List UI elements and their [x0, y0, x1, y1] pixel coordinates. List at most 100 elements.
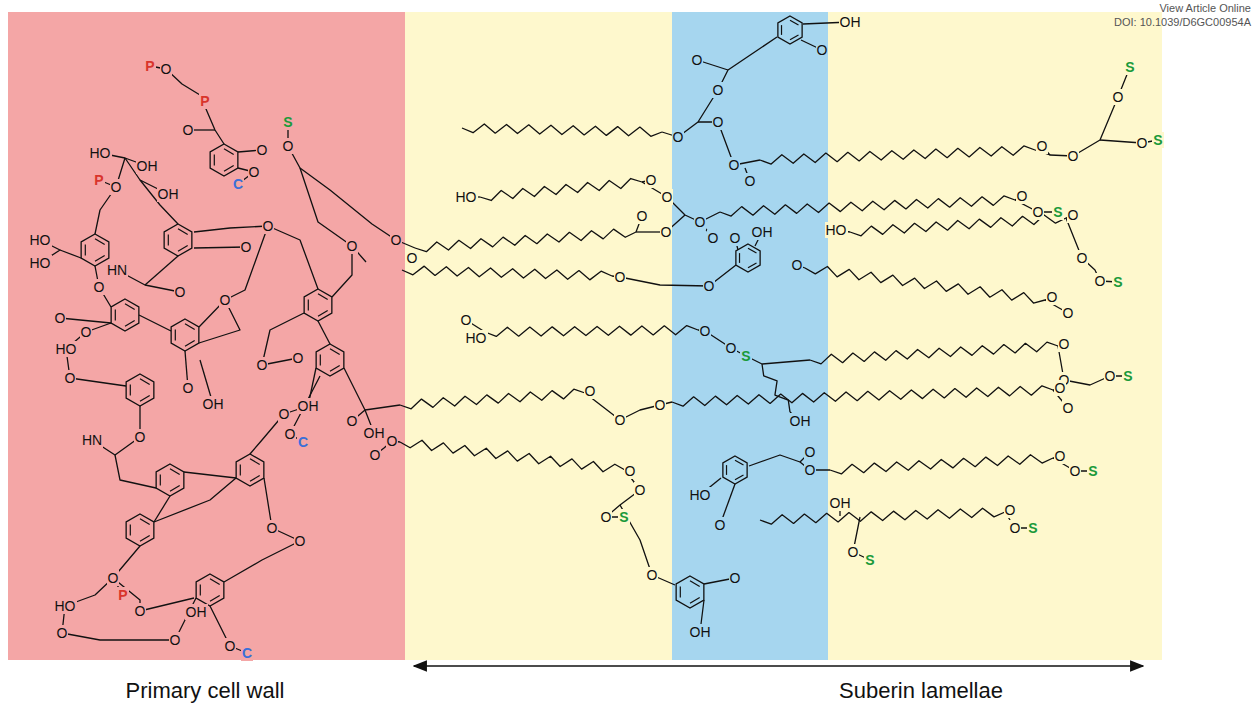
- bond-line: [113, 578, 194, 611]
- benzene-ring: [196, 574, 224, 606]
- bond-line: [115, 455, 156, 488]
- bond-line: [154, 478, 236, 522]
- atom-label: O: [1009, 520, 1022, 536]
- atom-label: OH: [839, 14, 862, 30]
- atom-label: O: [804, 462, 817, 478]
- ring-double-bond: [185, 324, 195, 330]
- benzene-ring: [316, 344, 344, 376]
- atom-label: P: [199, 93, 210, 109]
- atom-label: O: [1058, 336, 1071, 352]
- atom-label: O: [645, 172, 658, 188]
- atom-label: C: [232, 176, 244, 192]
- bonds: [40, 22, 1158, 653]
- atom-label: O: [712, 114, 725, 130]
- ring-double-bond: [330, 366, 340, 372]
- bond-line: [642, 182, 720, 222]
- ring-outline: [316, 344, 344, 376]
- ring-outline: [164, 224, 192, 256]
- ring-outline: [171, 319, 199, 351]
- ring-outline: [723, 456, 747, 484]
- ring-double-bond: [170, 486, 180, 492]
- atom-label: S: [1112, 274, 1123, 290]
- atom-label: O: [660, 224, 673, 240]
- atom-label: O: [847, 544, 860, 560]
- atom-label: OH: [789, 413, 812, 429]
- atom-label: O: [816, 42, 829, 58]
- atom-label: O: [804, 444, 817, 460]
- atom-label: O: [691, 52, 704, 68]
- ring-double-bond: [308, 299, 309, 310]
- ring-outline: [210, 144, 238, 176]
- atom-label: O: [110, 179, 123, 195]
- ring-double-bond: [175, 329, 176, 340]
- bond-line: [662, 37, 777, 137]
- atom-label: HN: [106, 262, 128, 278]
- atom-label: O: [406, 250, 419, 266]
- atom-label: O: [725, 340, 738, 356]
- ring-double-bond: [168, 234, 169, 245]
- ring-double-bond: [200, 584, 201, 595]
- atom-label: O: [1104, 368, 1117, 384]
- atom-label: S: [1152, 132, 1163, 148]
- atom-label: HO: [689, 487, 712, 503]
- atom-label: HO: [54, 598, 77, 614]
- atom-label: O: [1112, 89, 1125, 105]
- atom-label: O: [729, 230, 742, 246]
- chain-bond: [462, 124, 662, 136]
- ring-double-bond: [224, 166, 234, 172]
- atom-label: OH: [157, 186, 180, 202]
- chain-bond: [415, 229, 636, 252]
- ring-double-bond: [330, 349, 340, 355]
- bond-line: [318, 321, 330, 344]
- ring-double-bond: [690, 581, 700, 587]
- bond-line: [1066, 218, 1118, 282]
- ring-double-bond: [130, 524, 131, 535]
- atom-label: S: [1027, 520, 1038, 536]
- benzene-ring: [156, 464, 184, 496]
- bond-line: [300, 168, 366, 262]
- atom-label: O: [174, 284, 187, 300]
- benzene-ring: [171, 319, 199, 351]
- ring-double-bond: [95, 256, 105, 262]
- benzene-ring: [81, 234, 109, 266]
- ring-outline: [196, 574, 224, 606]
- atom-label: P: [93, 172, 104, 188]
- atom-label: O: [1067, 207, 1080, 223]
- bond-line: [154, 496, 170, 522]
- atom-label: O: [182, 380, 195, 396]
- atom-label: O: [346, 238, 359, 254]
- atom-label: O: [266, 520, 279, 536]
- atom-label: HO: [29, 255, 52, 271]
- atom-label: S: [740, 348, 751, 364]
- ring-double-bond: [790, 20, 798, 25]
- ring-double-bond: [140, 379, 150, 385]
- bond-line: [60, 250, 81, 258]
- atom-label: OH: [202, 396, 225, 412]
- atom-label: O: [390, 232, 403, 248]
- atom-label: HO: [465, 330, 488, 346]
- chain-bond: [805, 266, 1045, 303]
- atom-label: O: [346, 413, 359, 429]
- atom-label: O: [182, 122, 195, 138]
- atom-label: O: [624, 463, 637, 479]
- atom-label: O: [256, 142, 269, 158]
- bond-line: [139, 315, 171, 331]
- bond-line: [199, 226, 268, 327]
- atom-label: O: [224, 638, 237, 654]
- journal-note: DOI: 10.1039/D6GC00954A: [1113, 16, 1252, 29]
- bond-line: [62, 606, 175, 640]
- atom-label: S: [864, 552, 875, 568]
- benzene-ring: [736, 244, 760, 272]
- ring-outline: [676, 576, 704, 608]
- ring-double-bond: [250, 476, 260, 482]
- atom-label: OH: [751, 224, 774, 240]
- atom-label: O: [169, 632, 182, 648]
- atom-label: HO: [29, 232, 52, 248]
- bond-line: [145, 256, 178, 285]
- ring-double-bond: [318, 294, 328, 300]
- ring-double-bond: [95, 239, 105, 245]
- blue-band: [672, 12, 828, 660]
- benzene-ring: [723, 456, 747, 484]
- atom-label: O: [1067, 148, 1080, 164]
